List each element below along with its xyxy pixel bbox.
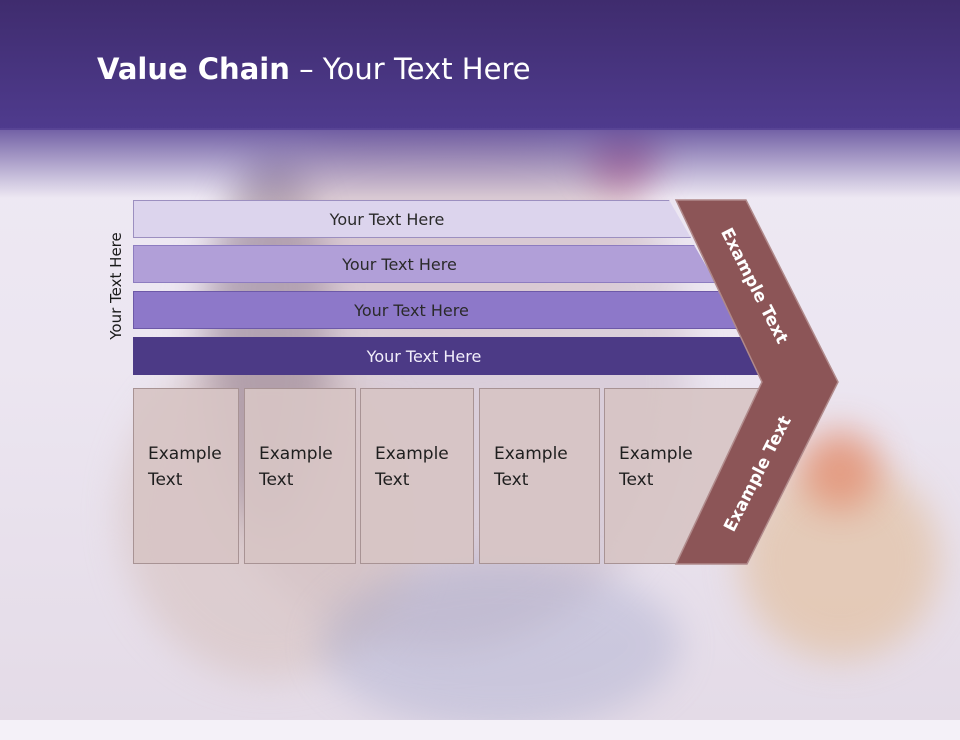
title-banner-fade bbox=[0, 128, 960, 198]
card-4-line-2: Text bbox=[494, 470, 529, 490]
card-3-line-1: Example bbox=[375, 444, 449, 464]
margin-chevron-shape bbox=[674, 199, 839, 565]
margin-chevron bbox=[674, 199, 839, 565]
support-bar-1-label: Your Text Here bbox=[329, 209, 445, 229]
support-bar-4-label: Your Text Here bbox=[366, 346, 482, 366]
title-banner bbox=[0, 0, 960, 130]
card-2-line-1: Example bbox=[259, 444, 333, 464]
primary-activity-card-2: Example Text bbox=[244, 388, 356, 564]
support-bar-3-label: Your Text Here bbox=[354, 300, 469, 320]
support-bar-2: Your Text Here bbox=[133, 245, 716, 283]
card-4-line-1: Example bbox=[494, 444, 568, 464]
title-bold: Value Chain bbox=[97, 52, 290, 86]
support-bar-2-label: Your Text Here bbox=[342, 254, 457, 274]
support-bar-3: Your Text Here bbox=[133, 291, 740, 329]
card-5-line-2: Text bbox=[619, 470, 654, 490]
primary-activity-card-3: Example Text bbox=[360, 388, 474, 564]
slide-title: Value Chain – Your Text Here bbox=[97, 52, 531, 86]
primary-activity-card-4: Example Text bbox=[479, 388, 600, 564]
primary-activity-card-1: Example Text bbox=[133, 388, 239, 564]
support-bar-4: Your Text Here bbox=[133, 337, 765, 375]
card-1-line-1: Example bbox=[148, 444, 222, 464]
card-2-line-2: Text bbox=[259, 470, 294, 490]
support-bar-1: Your Text Here bbox=[133, 200, 691, 238]
card-5-line-1: Example bbox=[619, 444, 693, 464]
card-3-line-2: Text bbox=[375, 470, 410, 490]
title-rest: – Your Text Here bbox=[289, 52, 531, 86]
card-1-line-2: Text bbox=[148, 470, 183, 490]
